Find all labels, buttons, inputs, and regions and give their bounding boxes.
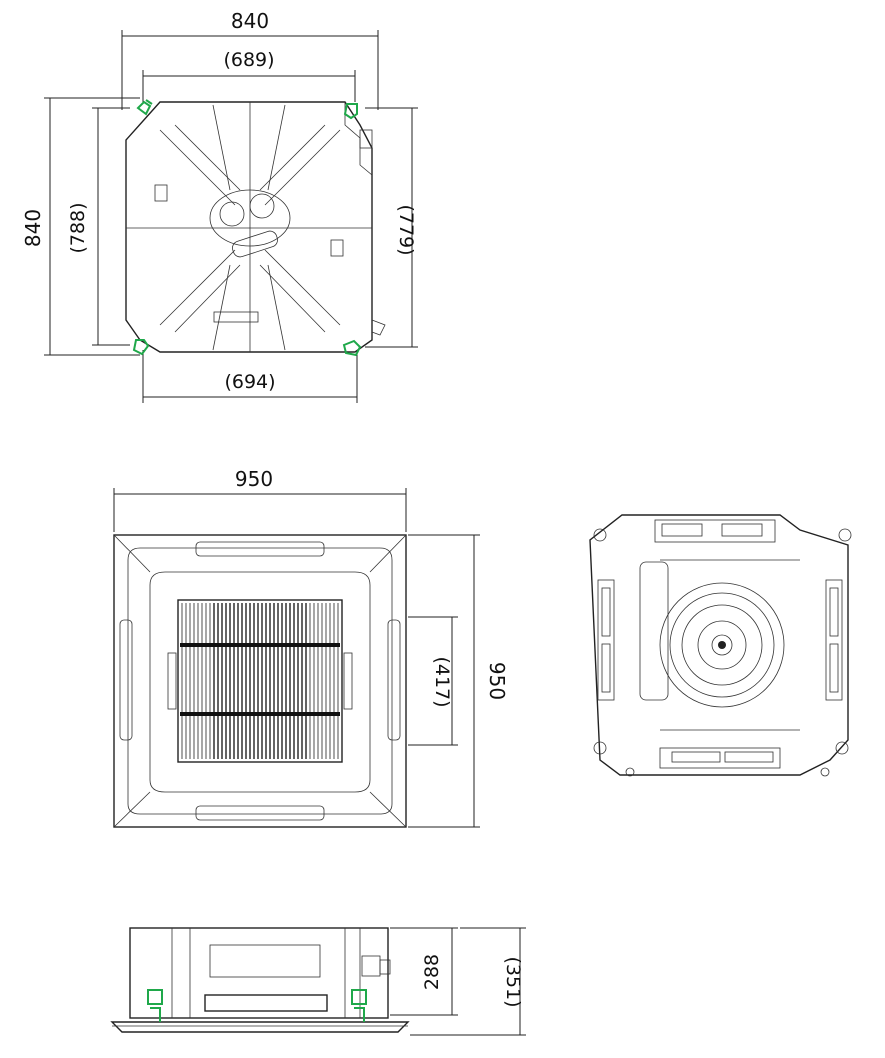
dim-top-inner-width: (689) bbox=[142, 49, 356, 102]
top-view-body bbox=[125, 101, 386, 353]
dim-panel-width: 950 bbox=[113, 467, 407, 532]
dim-panel-grille-height: (417) bbox=[408, 616, 458, 746]
hanger-brackets-side bbox=[147, 989, 367, 1022]
label-top-height: 840 bbox=[21, 209, 45, 247]
dim-side-total-height: (351) bbox=[410, 927, 526, 1036]
label-top-inner-width: (689) bbox=[223, 49, 274, 71]
panel-grille-bars bbox=[181, 603, 339, 759]
side-body bbox=[110, 927, 410, 1033]
hanger-brackets-top bbox=[132, 99, 362, 357]
panel-body bbox=[113, 534, 407, 828]
dim-top-inner-right-height: (779) bbox=[365, 107, 418, 348]
dim-top-bottom-width: (694) bbox=[142, 350, 358, 403]
label-top-bottom-width: (694) bbox=[224, 371, 275, 393]
label-panel-height: 950 bbox=[485, 662, 509, 700]
label-panel-width: 950 bbox=[235, 467, 273, 491]
label-panel-grille-height: (417) bbox=[431, 656, 453, 707]
label-top-inner-left-height: (788) bbox=[67, 202, 89, 253]
dim-top-width: 840 bbox=[121, 9, 379, 110]
panel-view: 950 950 (417) bbox=[113, 467, 509, 828]
label-top-width: 840 bbox=[231, 9, 269, 33]
side-view: 288 (351) bbox=[110, 927, 526, 1036]
dim-top-height: 840 bbox=[21, 97, 140, 356]
top-view: 840 (689) 840 (788) (779) bbox=[21, 9, 418, 403]
dim-side-height: 288 bbox=[390, 927, 458, 1016]
label-side-height: 288 bbox=[421, 954, 443, 990]
isometric-bottom-view bbox=[589, 514, 852, 777]
label-top-inner-right-height: (779) bbox=[395, 204, 417, 255]
dim-panel-height: 950 bbox=[408, 534, 509, 828]
label-side-total-height: (351) bbox=[502, 956, 524, 1007]
dim-top-inner-left-height: (788) bbox=[67, 107, 130, 346]
